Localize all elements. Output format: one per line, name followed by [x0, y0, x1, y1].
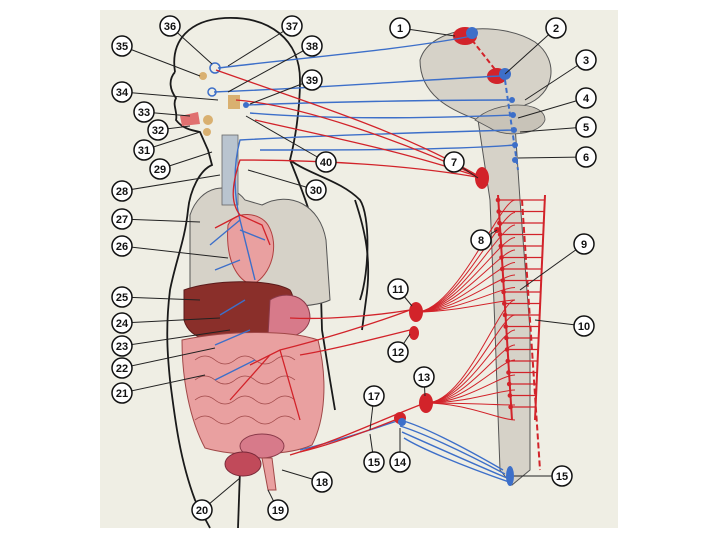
callout-number: 15 — [368, 457, 380, 469]
callout-number: 9 — [581, 239, 587, 251]
callout-number: 21 — [116, 388, 128, 400]
callout-19: 19 — [268, 500, 288, 520]
callout-18: 18 — [312, 472, 332, 492]
callout-number: 24 — [116, 318, 129, 330]
callout-number: 35 — [116, 41, 128, 53]
chain-ganglion — [508, 393, 513, 398]
callout-number: 38 — [306, 41, 318, 53]
callout-number: 19 — [272, 505, 284, 517]
callout-31: 31 — [134, 140, 154, 160]
callout-number: 40 — [320, 157, 332, 169]
callout-10: 10 — [574, 316, 594, 336]
callout-14: 14 — [390, 452, 410, 472]
callout-number: 3 — [583, 55, 589, 67]
callout-number: 8 — [478, 235, 484, 247]
callout-number: 13 — [418, 372, 430, 384]
callout-17: 17 — [364, 386, 384, 406]
callout-number: 20 — [196, 505, 208, 517]
callout-32: 32 — [148, 120, 168, 140]
callout-9: 9 — [574, 234, 594, 254]
callout-number: 32 — [152, 125, 164, 137]
callout-22: 22 — [112, 358, 132, 378]
chain-ganglion — [506, 370, 511, 375]
callout-number: 36 — [164, 21, 176, 33]
chain-ganglion — [507, 382, 512, 387]
callout-number: 11 — [392, 284, 404, 296]
callout-number: 28 — [116, 186, 128, 198]
callout-21: 21 — [112, 383, 132, 403]
callout-11: 11 — [388, 279, 408, 299]
callout-26: 26 — [112, 236, 132, 256]
callout-number: 18 — [316, 477, 328, 489]
callout-30: 30 — [306, 180, 326, 200]
callout-33: 33 — [134, 102, 154, 122]
chain-ganglion — [498, 232, 503, 237]
callout-27: 27 — [112, 209, 132, 229]
callout-number: 14 — [394, 457, 407, 469]
callout-3: 3 — [576, 50, 596, 70]
callout-number: 2 — [553, 23, 559, 35]
callout-13: 13 — [414, 367, 434, 387]
callout-15: 15 — [552, 466, 572, 486]
chain-ganglion — [496, 209, 501, 214]
callout-number: 33 — [138, 107, 150, 119]
callout-12: 12 — [388, 342, 408, 362]
callout-number: 34 — [116, 87, 129, 99]
callout-number: 37 — [286, 21, 298, 33]
callout-number: 17 — [368, 391, 380, 403]
callout-number: 29 — [154, 164, 166, 176]
callout-number: 5 — [583, 122, 589, 134]
callout-20: 20 — [192, 500, 212, 520]
callout-number: 10 — [578, 321, 590, 333]
callout-1: 1 — [390, 18, 410, 38]
callout-8: 8 — [471, 230, 491, 250]
chain-ganglion — [502, 301, 507, 306]
callout-number: 7 — [451, 157, 457, 169]
callout-38: 38 — [302, 36, 322, 56]
callout-28: 28 — [112, 181, 132, 201]
callout-number: 15 — [556, 471, 568, 483]
callout-number: 26 — [116, 241, 128, 253]
callout-6: 6 — [576, 147, 596, 167]
callout-number: 39 — [306, 75, 318, 87]
rectum — [225, 452, 261, 476]
callout-number: 31 — [138, 145, 150, 157]
callout-34: 34 — [112, 82, 132, 102]
chain-ganglion — [503, 324, 508, 329]
callout-25: 25 — [112, 287, 132, 307]
callout-number: 30 — [310, 185, 322, 197]
callout-number: 4 — [583, 93, 590, 105]
callout-number: 22 — [116, 363, 128, 375]
chain-ganglion — [503, 313, 508, 318]
callout-2: 2 — [546, 18, 566, 38]
callout-4: 4 — [576, 88, 596, 108]
callout-number: 6 — [583, 152, 589, 164]
callout-36: 36 — [160, 16, 180, 36]
callout-37: 37 — [282, 16, 302, 36]
chain-ganglion — [496, 198, 501, 203]
callout-5: 5 — [576, 117, 596, 137]
callout-number: 12 — [392, 347, 404, 359]
callout-35: 35 — [112, 36, 132, 56]
callout-29: 29 — [150, 159, 170, 179]
callout-number: 23 — [116, 341, 128, 353]
callout-23: 23 — [112, 336, 132, 356]
callout-number: 25 — [116, 292, 128, 304]
callout-39: 39 — [302, 70, 322, 90]
callout-40: 40 — [316, 152, 336, 172]
callout-7: 7 — [444, 152, 464, 172]
callout-number: 27 — [116, 214, 128, 226]
callout-number: 1 — [397, 23, 403, 35]
callout-24: 24 — [112, 313, 132, 333]
callout-15: 15 — [364, 452, 384, 472]
